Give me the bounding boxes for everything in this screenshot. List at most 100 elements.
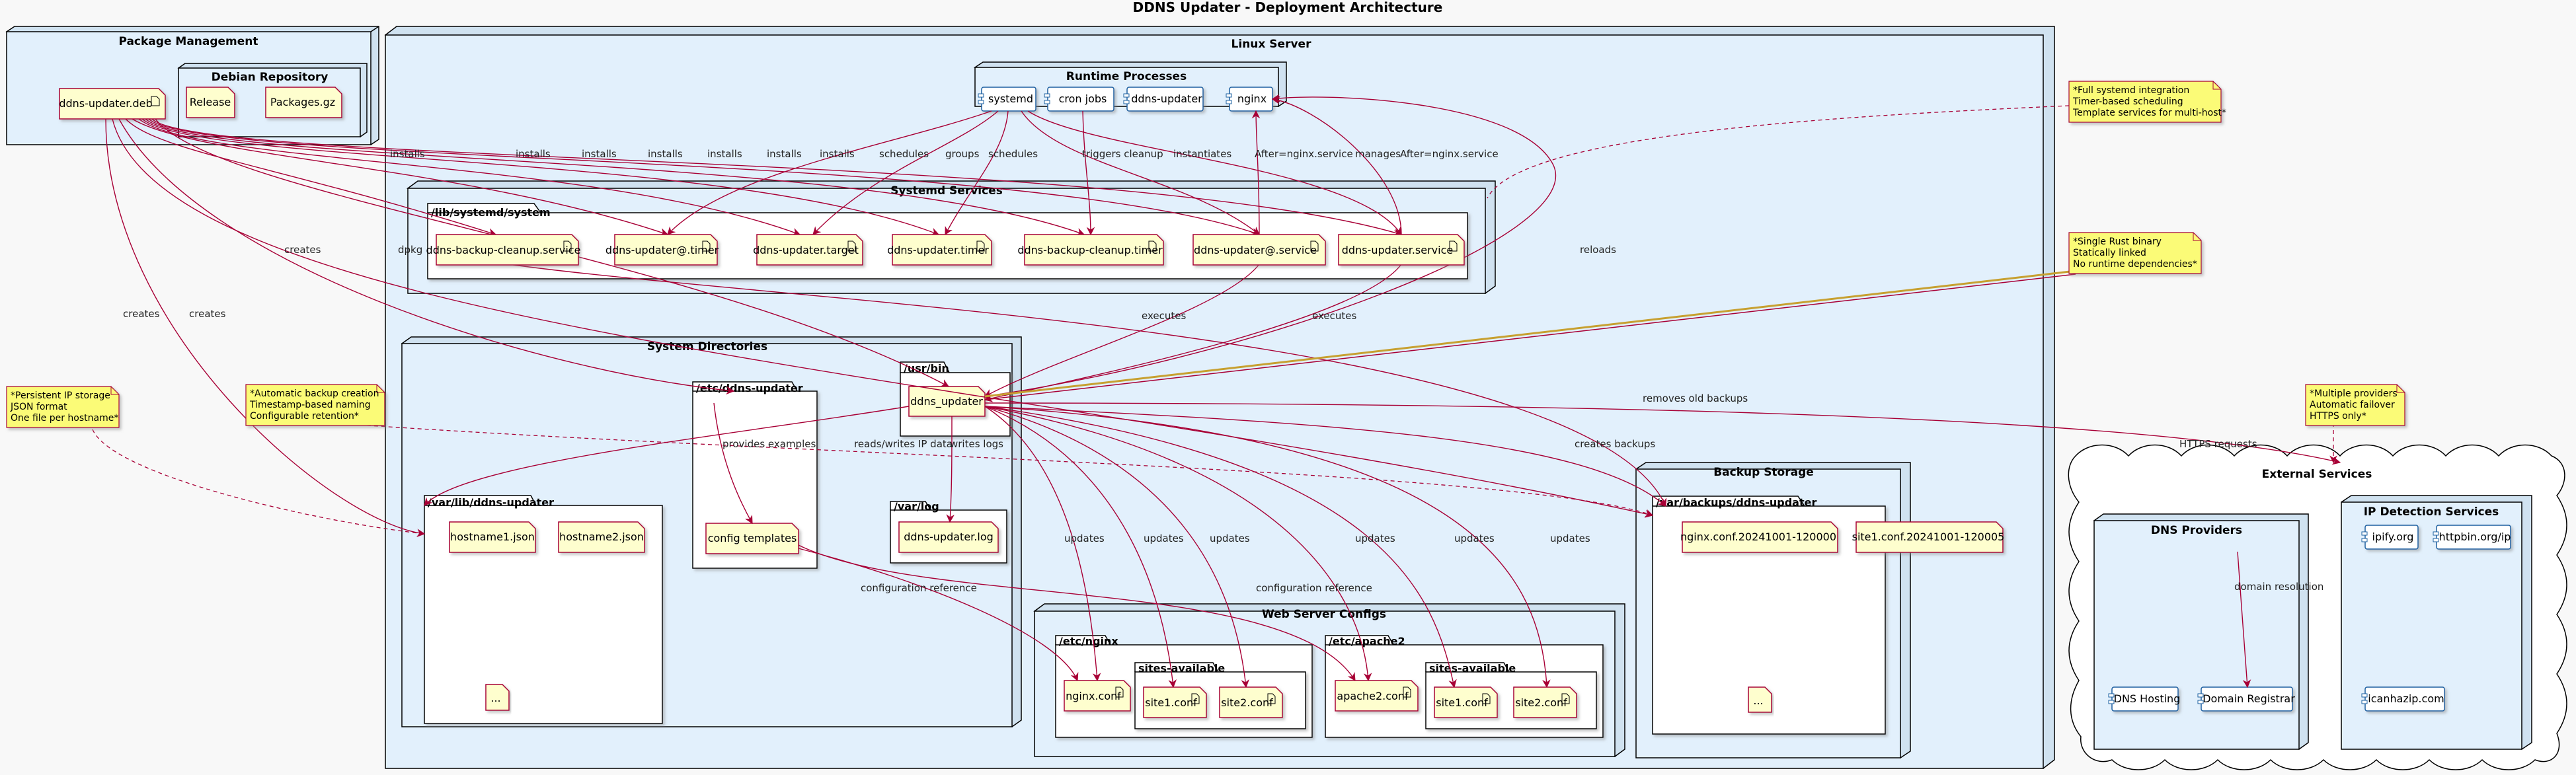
label-triggers-cleanup: triggers cleanup xyxy=(1082,148,1163,160)
label-updates-2: updates xyxy=(1144,533,1184,544)
ddns-updater-process-label: ddns-updater xyxy=(1131,92,1202,105)
edge-after-nginx-2 xyxy=(1271,96,1402,235)
json-ellipsis-label: ... xyxy=(490,692,500,704)
apache-site2-file[interactable]: site2.conf xyxy=(1513,686,1577,718)
systemd-file-2-label: ddns-updater@.timer xyxy=(605,244,719,256)
note-systemd-line-1: *Full systemd integration xyxy=(2073,85,2189,96)
systemd-process[interactable]: systemd xyxy=(978,87,1036,112)
note-binary-line-2: Statically linked xyxy=(2073,248,2146,258)
systemd-file-6[interactable]: ddns-updater@.service xyxy=(1192,234,1326,266)
usr-bin-label: /usr/bin xyxy=(904,362,949,375)
edge-creates-backups-2 xyxy=(984,406,1666,507)
label-executes-1: executes xyxy=(1142,310,1186,322)
log-file[interactable]: ddns-updater.log xyxy=(898,521,999,553)
config-templates-file[interactable]: config templates xyxy=(705,523,799,554)
label-after-nginx-2: After=nginx.service xyxy=(1400,148,1499,160)
apache2-conf-file[interactable]: apache2.conf xyxy=(1335,680,1419,712)
note-storage-line-3: One file per hostname* xyxy=(11,413,118,424)
label-updates-4: updates xyxy=(1355,533,1395,544)
systemd-file-7[interactable]: ddns-updater.service xyxy=(1338,234,1465,266)
cron-jobs-label: cron jobs xyxy=(1059,92,1107,105)
edge-instantiates xyxy=(1021,110,1260,235)
label-installs-2: installs xyxy=(516,148,551,160)
cron-jobs-process[interactable]: cron jobs xyxy=(1044,87,1114,112)
edge-after-nginx-1 xyxy=(1251,110,1261,235)
nginx-conf-file[interactable]: nginx.conf xyxy=(1064,680,1131,712)
edges xyxy=(105,94,2341,688)
label-after-nginx-1: After=nginx.service xyxy=(1255,148,1353,160)
systemd-file-3[interactable]: ddns-updater.target xyxy=(753,234,863,266)
dns-hosting-label: DNS Hosting xyxy=(2114,692,2181,705)
edge-schedules-2 xyxy=(945,110,1009,236)
runtime-processes-title: Runtime Processes xyxy=(1066,70,1187,83)
httpbin-service[interactable]: httpbin.org/ip xyxy=(2433,525,2511,550)
linux-server-title: Linux Server xyxy=(1231,38,1312,51)
edge-installs-5 xyxy=(145,118,1085,237)
backup-file-site1[interactable]: site1.conf.20241001-120005 xyxy=(1852,521,2005,553)
apache-site1-file[interactable]: site1.conf xyxy=(1434,686,1498,718)
note-systemd-line-3: Template services for multi-host* xyxy=(2072,108,2226,118)
edge-domain-resolution xyxy=(2237,551,2251,688)
label-dpkg: dpkg xyxy=(398,244,422,256)
label-creates-3: creates xyxy=(189,308,226,320)
label-manages: manages xyxy=(1355,148,1401,160)
config-templates-label: config templates xyxy=(708,532,797,544)
label-domain-resolution: domain resolution xyxy=(2234,581,2323,593)
hostname2-json-file[interactable]: hostname2.json xyxy=(558,521,645,553)
note-connector-storage xyxy=(92,429,426,537)
icanhazip-service[interactable]: icanhazip.com xyxy=(2361,686,2445,712)
label-https-requests: HTTPS requests xyxy=(2179,438,2257,450)
backup-ellipsis-file[interactable]: ... xyxy=(1748,686,1772,713)
systemd-file-1-label: ddns-backup-cleanup.service xyxy=(426,244,581,256)
label-config-ref-2: configuration reference xyxy=(1256,582,1372,594)
systemd-file-5[interactable]: ddns-backup-cleanup.timer xyxy=(1017,234,1164,266)
deb-file[interactable]: ddns-updater.deb xyxy=(59,88,166,120)
json-ellipsis-file[interactable]: ... xyxy=(485,684,510,711)
file-icon xyxy=(1561,693,1570,704)
systemd-file-1[interactable]: ddns-backup-cleanup.service xyxy=(426,234,581,266)
label-removes-backups: removes old backups xyxy=(1643,392,1748,404)
note-connector-backup xyxy=(330,422,1654,517)
note-backup-line-2: Timestamp-based naming xyxy=(249,400,371,410)
hostname1-json-file[interactable]: hostname1.json xyxy=(449,521,536,553)
domain-registrar-label: Domain Registrar xyxy=(2203,692,2295,705)
edge-manages xyxy=(1027,110,1402,236)
system-directories-title: System Directories xyxy=(647,340,767,353)
nginx-site2-file[interactable]: site2.conf xyxy=(1219,686,1283,718)
nginx-process[interactable]: nginx xyxy=(1226,87,1273,112)
domain-registrar-service[interactable]: Domain Registrar xyxy=(2197,686,2295,712)
label-installs-6: installs xyxy=(767,148,802,160)
note-binary-line-1: *Single Rust binary xyxy=(2073,237,2162,247)
var-backups-label: /var/backups/ddns-updater xyxy=(1656,496,1816,509)
note-providers-line-1: *Multiple providers xyxy=(2310,388,2398,399)
systemd-file-4[interactable]: ddns-updater.timer xyxy=(887,234,992,266)
httpbin-label: httpbin.org/ip xyxy=(2439,531,2511,543)
edge-executes-1 xyxy=(984,264,1260,397)
file-icon xyxy=(563,240,572,252)
ipify-service[interactable]: ipify.org xyxy=(2361,525,2419,550)
ddns-updater-process[interactable]: ddns-updater xyxy=(1123,87,1204,112)
systemd-file-2[interactable]: ddns-updater@.timer xyxy=(605,234,719,266)
diagram-title: DDNS Updater - Deployment Architecture xyxy=(1133,0,1443,15)
backup-file-nginx[interactable]: nginx.conf.20241001-120000 xyxy=(1680,521,1838,553)
note-backup-line-1: *Automatic backup creation xyxy=(250,388,379,399)
edge-triggers-cleanup xyxy=(1082,110,1095,236)
packages-gz-file[interactable]: Packages.gz xyxy=(265,87,342,118)
icanhazip-label: icanhazip.com xyxy=(2368,692,2444,705)
file-icon xyxy=(151,96,160,106)
edge-groups xyxy=(812,110,999,235)
release-file[interactable]: Release xyxy=(186,87,235,118)
note-connector-systemd xyxy=(1487,105,2070,199)
nginx-site1-file[interactable]: site1.conf xyxy=(1143,686,1207,718)
edge-installs-7 xyxy=(151,118,1403,237)
dns-providers-title: DNS Providers xyxy=(2151,524,2242,537)
dns-hosting-service[interactable]: DNS Hosting xyxy=(2108,686,2181,712)
file-icon xyxy=(1310,240,1319,252)
note-systemd-line-2: Timer-based scheduling xyxy=(2072,96,2183,107)
label-installs-5: installs xyxy=(707,148,742,160)
edge-https-requests xyxy=(984,402,2341,465)
systemd-services-title: Systemd Services xyxy=(890,184,1003,198)
